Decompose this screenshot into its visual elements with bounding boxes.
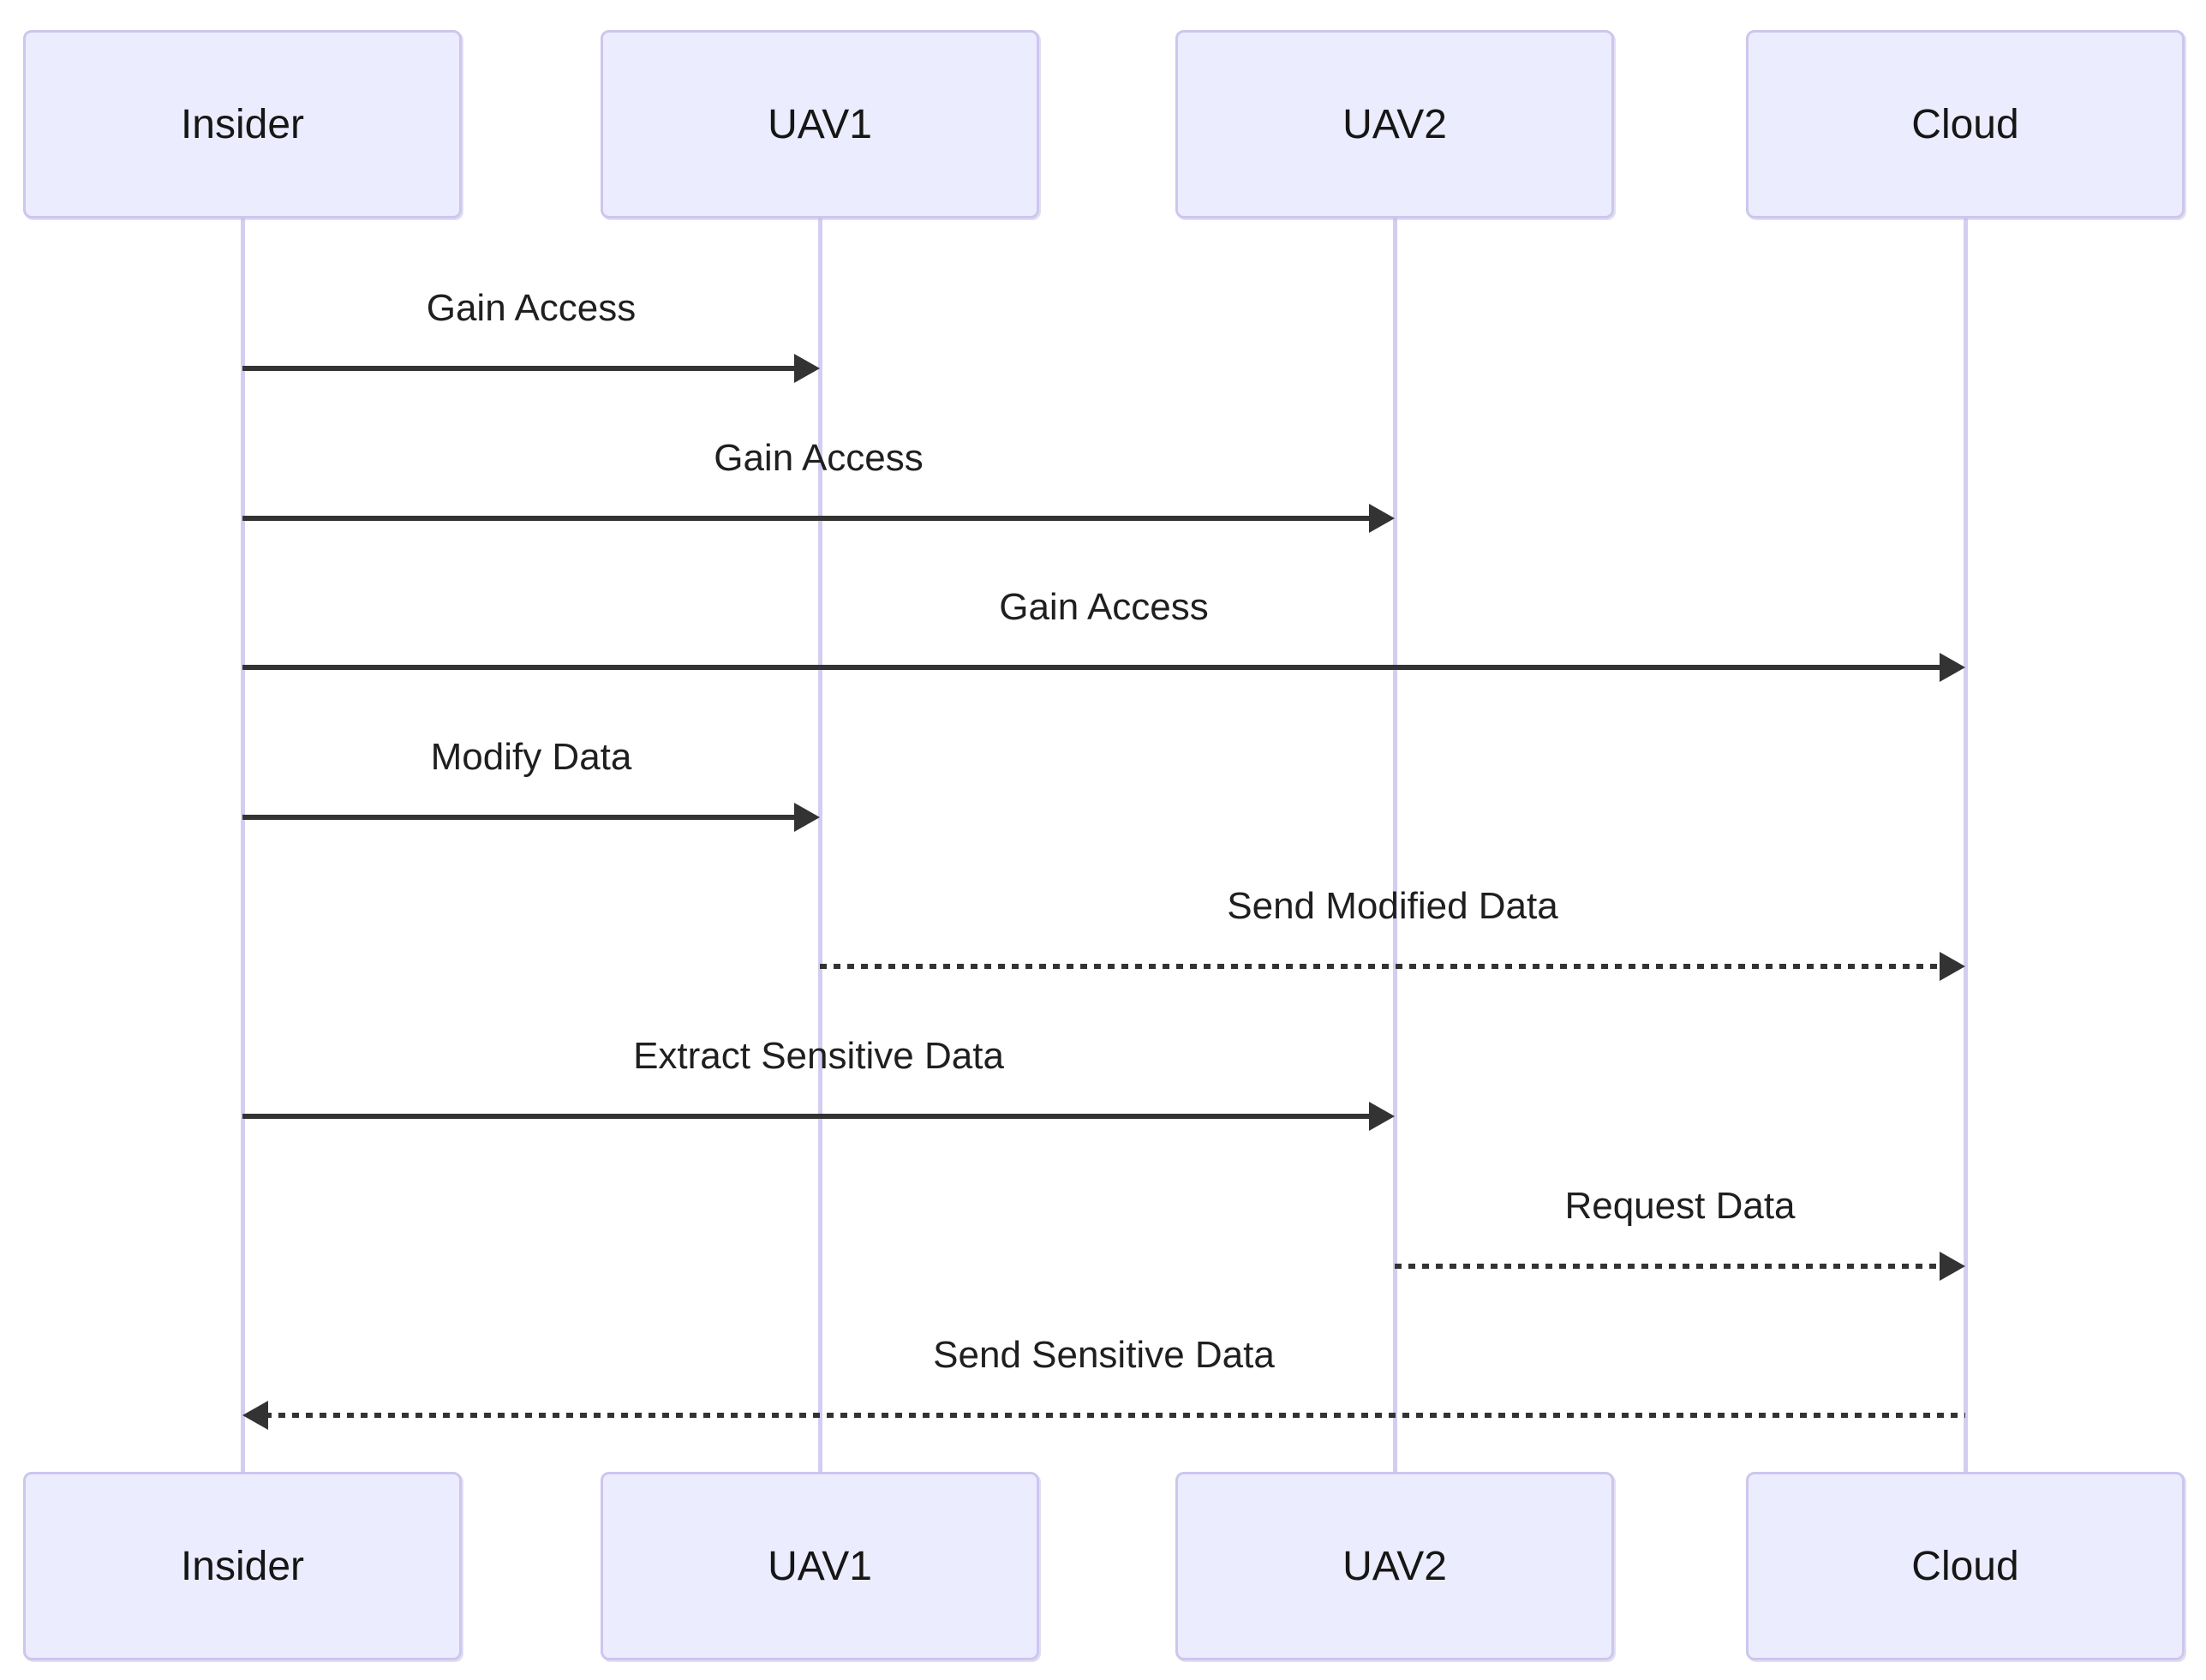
message-line-dashed [265, 1413, 1965, 1418]
message-line-solid [242, 516, 1372, 521]
message-label: Send Sensitive Data [933, 1334, 1275, 1376]
message-line-solid [242, 815, 798, 820]
arrowhead-icon [1940, 653, 1965, 682]
lifeline-uav2 [1392, 218, 1397, 1472]
arrowhead-icon [794, 803, 820, 832]
actor-label: UAV2 [1342, 1543, 1447, 1589]
message-label: Gain Access [999, 586, 1209, 628]
actor-label: Cloud [1911, 1543, 2019, 1589]
arrowhead-icon [794, 354, 820, 383]
actor-label: UAV2 [1342, 101, 1447, 147]
message-line-solid [242, 1114, 1372, 1119]
actor-box-bottom-insider: Insider [23, 1472, 462, 1660]
actor-box-top-uav1: UAV1 [601, 30, 1039, 218]
arrowhead-icon [1369, 504, 1395, 533]
actor-box-top-cloud: Cloud [1746, 30, 2185, 218]
arrowhead-icon [1940, 952, 1965, 981]
message-label: Extract Sensitive Data [633, 1035, 1004, 1077]
lifeline-cloud [1963, 218, 1968, 1472]
actor-box-top-uav2: UAV2 [1175, 30, 1614, 218]
actor-label: Insider [180, 101, 305, 147]
actor-box-top-insider: Insider [23, 30, 462, 218]
arrowhead-icon [242, 1401, 268, 1430]
actor-label: Insider [180, 1543, 305, 1589]
message-label: Send Modified Data [1227, 885, 1558, 927]
arrowhead-icon [1369, 1102, 1395, 1131]
message-line-dashed [1395, 1264, 1943, 1269]
lifeline-insider [240, 218, 245, 1472]
actor-box-bottom-cloud: Cloud [1746, 1472, 2185, 1660]
message-label: Modify Data [430, 736, 632, 778]
actor-label: UAV1 [768, 1543, 872, 1589]
actor-label: Cloud [1911, 101, 2019, 147]
lifeline-uav1 [817, 218, 822, 1472]
actor-box-bottom-uav1: UAV1 [601, 1472, 1039, 1660]
actor-box-bottom-uav2: UAV2 [1175, 1472, 1614, 1660]
message-label: Gain Access [714, 437, 924, 479]
message-line-dashed [820, 964, 1943, 969]
actor-label: UAV1 [768, 101, 872, 147]
message-line-solid [242, 366, 798, 371]
arrowhead-icon [1940, 1252, 1965, 1281]
message-line-solid [242, 665, 1943, 670]
message-label: Request Data [1564, 1185, 1796, 1227]
message-label: Gain Access [426, 287, 637, 329]
